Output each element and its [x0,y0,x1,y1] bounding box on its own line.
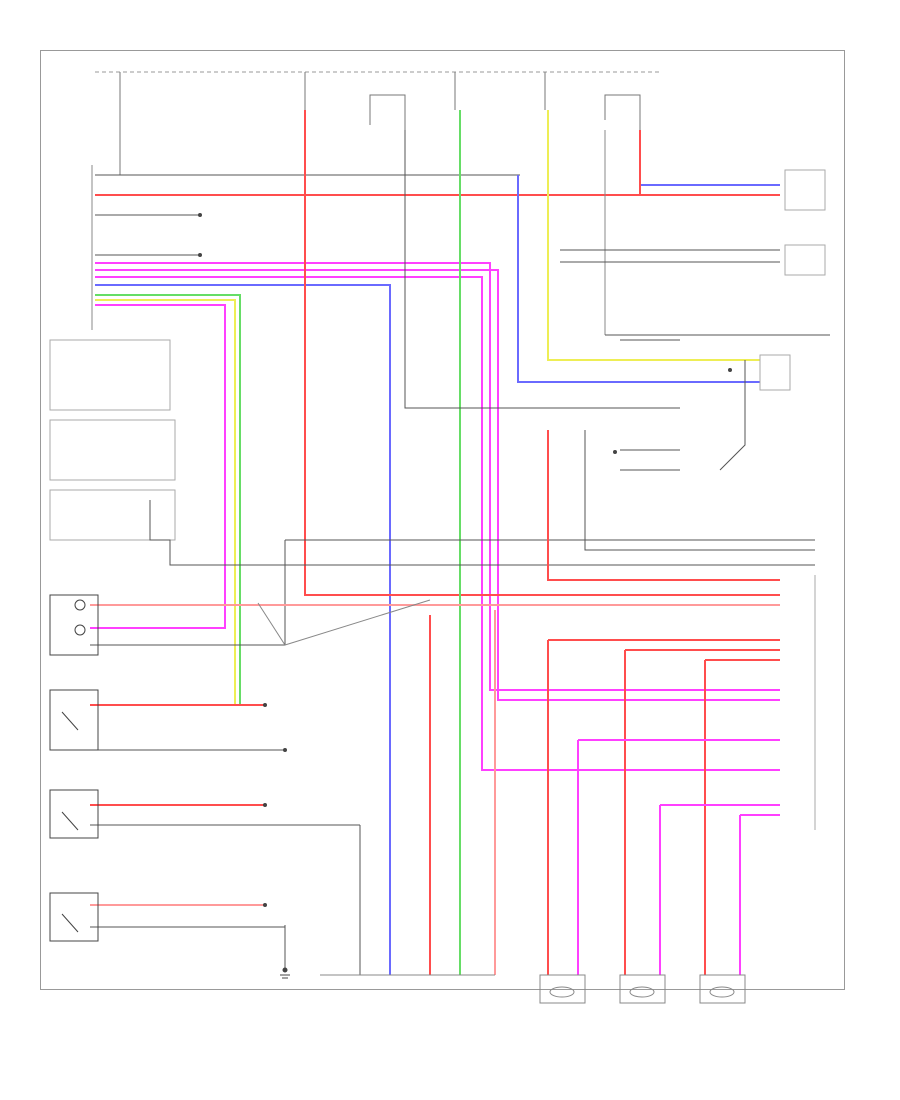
lower-right-red-wires [90,430,780,975]
switch-4 [49,892,99,942]
switch-1 [49,594,99,656]
bottom-device-2 [619,974,666,1004]
bottom-device-1 [539,974,586,1004]
door-switches [49,594,99,942]
bottom-connector-row [320,974,746,1004]
wire-magenta-3 [95,276,780,771]
wire-magenta-2 [95,269,780,701]
wire-magenta-4 [90,304,226,629]
switch-2 [49,689,99,751]
wire-magenta-1 [95,262,780,691]
wire-blue-1 [95,284,391,975]
switch-3 [49,789,99,839]
wire-blue-top-right [639,130,780,186]
wire-blue-short [517,175,760,383]
splice-dots [198,213,732,907]
wire-yellow-1 [90,299,236,706]
ground-splice [257,599,431,646]
wire-yellow-vertical [547,110,760,361]
left-connector-block [49,165,176,541]
wire-red-6 [624,649,780,975]
right-connector-block [759,169,826,830]
wire-magenta-6 [659,804,780,975]
wire-magenta-7 [739,814,780,975]
fuse-feeds [119,72,641,175]
wire-green-1 [95,294,241,705]
vertical-wires [304,110,780,975]
wire-gray-vertical [404,130,680,409]
wire-red-7 [704,659,780,975]
bottom-device-3 [699,974,746,1004]
wire-red-vertical [304,110,780,596]
right-gray-bundles [90,249,830,975]
wire-magenta-5 [577,739,780,975]
ground-symbol [280,967,290,979]
left-harness-wires [90,174,780,975]
wire-red-2 [547,430,780,581]
diagram-frame [40,50,845,990]
